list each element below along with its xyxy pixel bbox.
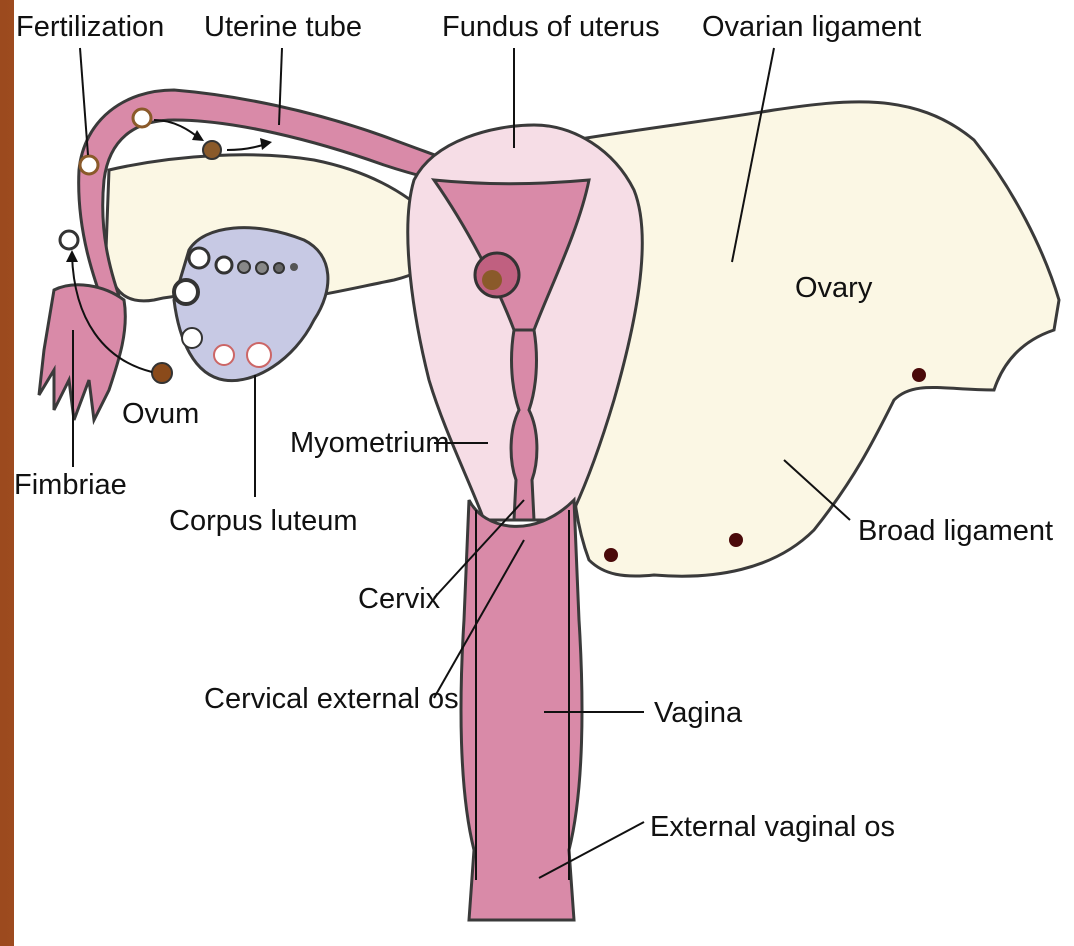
label-external-vaginal-os: External vaginal os: [650, 811, 895, 843]
uterus-anatomy-diagram: Fertilization Uterine tube Fundus of ute…: [14, 0, 1074, 946]
label-fundus: Fundus of uterus: [442, 11, 660, 43]
broad-ligament-shape: [572, 102, 1059, 576]
cervical-canal-shape: [511, 330, 537, 520]
label-myometrium: Myometrium: [290, 427, 450, 459]
label-ovary: Ovary: [795, 272, 873, 304]
label-fimbriae: Fimbriae: [14, 469, 127, 501]
vagina-shape: [461, 500, 582, 920]
label-cervix: Cervix: [358, 583, 441, 615]
label-ovarian-ligament: Ovarian ligament: [702, 11, 921, 43]
label-ovum: Ovum: [122, 398, 199, 430]
label-cervical-external-os: Cervical external os: [204, 683, 459, 715]
label-uterine-tube: Uterine tube: [204, 11, 362, 43]
label-fertilization: Fertilization: [16, 11, 164, 43]
ovum-shape: [152, 363, 172, 383]
diagram-canvas: Fertilization Uterine tube Fundus of ute…: [14, 0, 1074, 946]
label-corpus-luteum: Corpus luteum: [169, 505, 358, 537]
label-vagina: Vagina: [654, 697, 743, 729]
label-broad-ligament: Broad ligament: [858, 515, 1053, 547]
